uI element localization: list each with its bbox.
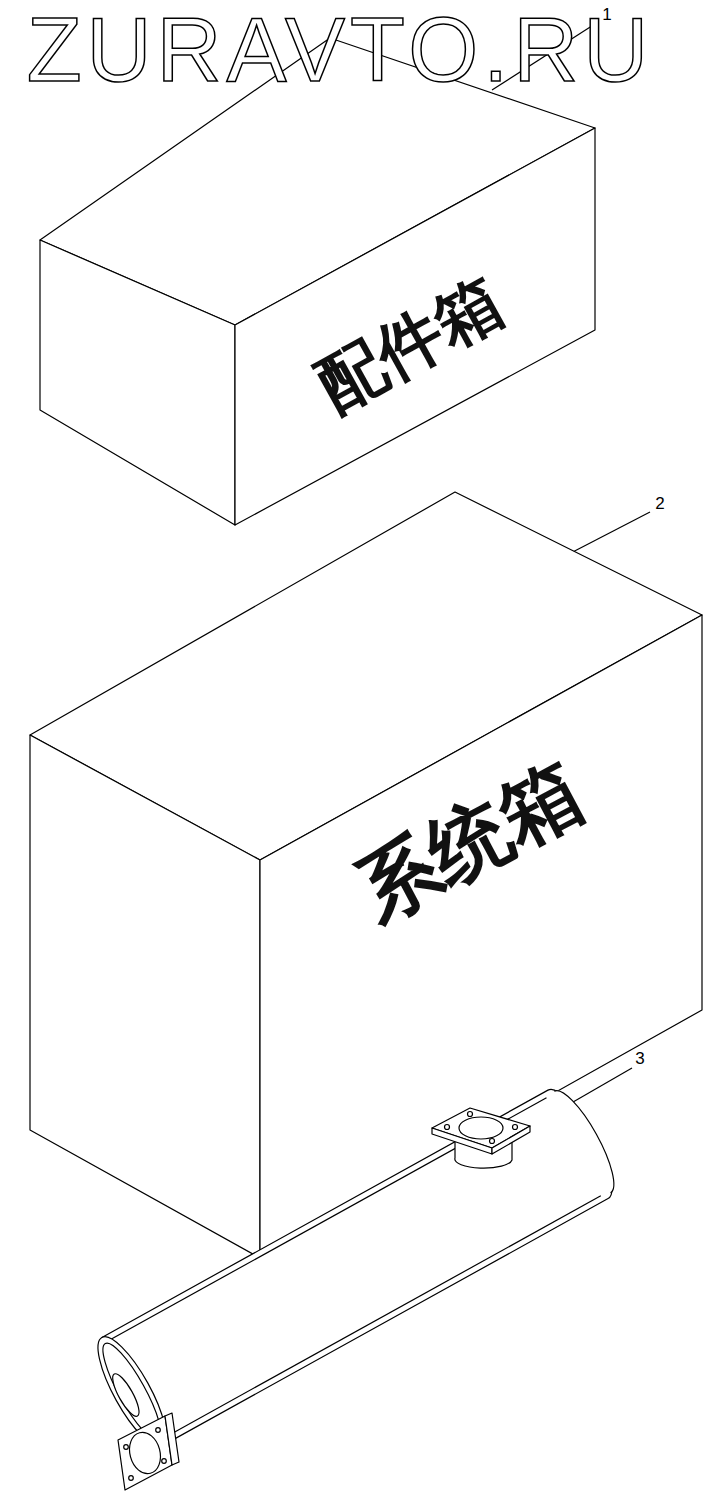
watermark: ZURAVTO.RU: [27, 5, 654, 95]
system-box: [30, 492, 702, 1258]
leader-line: [565, 512, 650, 556]
muffler: [86, 1080, 626, 1490]
callout-number: 2: [654, 495, 665, 512]
callout-number: 3: [634, 1050, 645, 1067]
parts-box: [40, 38, 595, 525]
callout-number: 1: [601, 6, 612, 23]
